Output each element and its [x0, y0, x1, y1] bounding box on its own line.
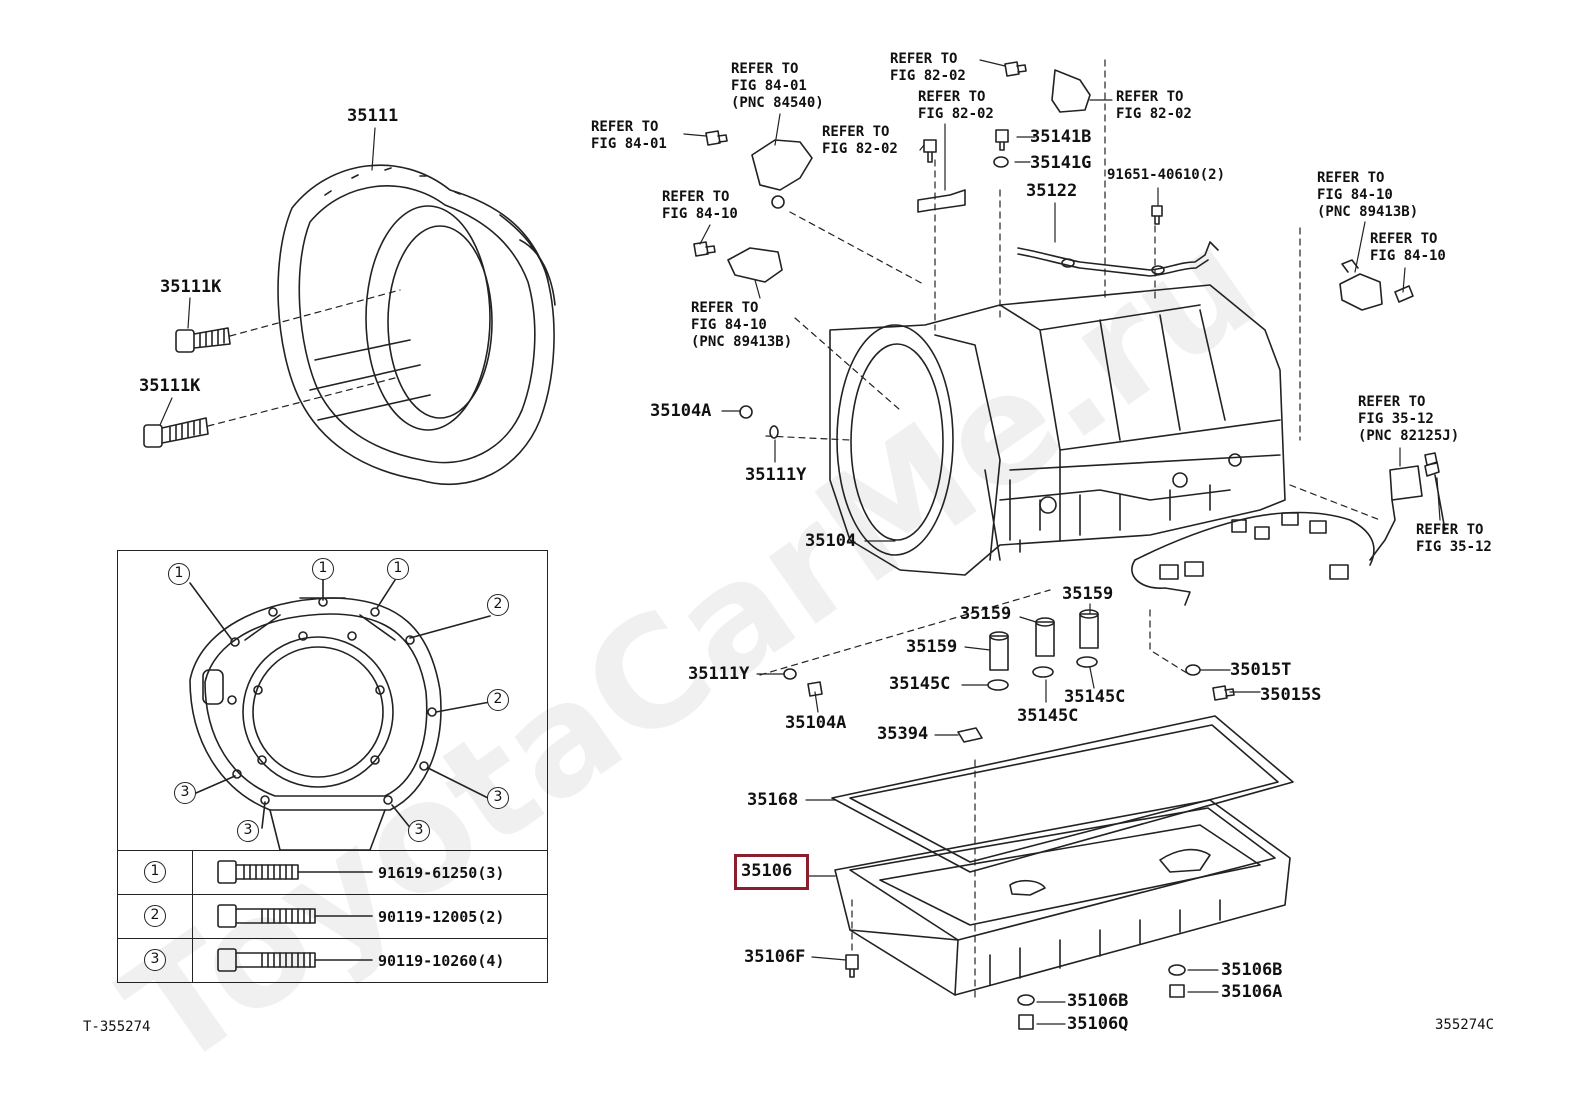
part-label: 35145C — [1064, 687, 1126, 707]
part-label: 35111K — [160, 277, 222, 297]
reference-label: REFER TO FIG 84-01 (PNC 84540) — [731, 61, 824, 111]
part-label: 35394 — [877, 724, 929, 744]
part-label: 35106B — [1067, 991, 1129, 1011]
solenoids-35159 — [987, 609, 1099, 691]
sensor-89413b-right — [1339, 259, 1414, 311]
bolt-35111k-lower — [143, 417, 209, 448]
part-label: 35106A — [1221, 982, 1283, 1002]
pad-35394 — [957, 727, 983, 743]
reference-label: REFER TO FIG 82-02 — [822, 124, 898, 157]
inset-marker: 3 — [408, 820, 430, 842]
table-part-number: 90119-12005(2) — [378, 908, 505, 926]
part-label: 35015T — [1230, 660, 1292, 680]
inset-marker: 1 — [312, 558, 334, 580]
inset-marker: 3 — [174, 782, 196, 804]
drain-plugs — [845, 954, 1186, 1030]
bolt-table-row — [117, 938, 548, 982]
part-label: 35122 — [1026, 181, 1078, 201]
transmission-case-35104 — [829, 284, 1286, 576]
part-label: 35106F — [744, 947, 806, 967]
part-label: 91651-40610(2) — [1107, 167, 1226, 183]
part-label: 35159 — [960, 604, 1012, 624]
inset-marker: 2 — [487, 689, 509, 711]
part-label: 35145C — [889, 674, 951, 694]
speed-sensor-82125j — [1369, 461, 1446, 561]
bolt-table-row — [117, 894, 548, 938]
reference-label: REFER TO FIG 35-12 (PNC 82125J) — [1358, 394, 1460, 444]
diagram-code-right: 355274C — [1435, 1017, 1495, 1033]
table-key: 1 — [144, 861, 166, 883]
inset-frame — [117, 550, 548, 983]
reference-label: REFER TO FIG 82-02 — [890, 51, 966, 84]
part-label: 35111Y — [688, 664, 750, 684]
part-label: 35106 — [741, 861, 793, 881]
part-label: 35168 — [747, 790, 799, 810]
inset-marker: 1 — [168, 563, 190, 585]
reference-label: REFER TO FIG 35-12 — [1416, 522, 1492, 555]
oil-pipe-35122 — [1017, 241, 1219, 277]
table-key: 3 — [144, 949, 166, 971]
inset-marker: 3 — [487, 787, 509, 809]
reference-label: REFER TO FIG 84-10 — [662, 189, 738, 222]
reference-label: REFER TO FIG 82-02 — [1116, 89, 1192, 122]
reference-label: REFER TO FIG 84-10 (PNC 89413B) — [691, 300, 793, 350]
part-label: 35159 — [1062, 584, 1114, 604]
bracket-82-02 — [917, 69, 1091, 213]
inset-marker: 3 — [237, 820, 259, 842]
part-label: 35145C — [1017, 706, 1079, 726]
diagram-code-left: T-355274 — [83, 1019, 151, 1035]
part-label: 35015S — [1260, 685, 1322, 705]
reference-label: REFER TO FIG 84-10 (PNC 89413B) — [1317, 170, 1419, 220]
bolt-table-row — [117, 850, 548, 894]
inset-marker: 1 — [387, 558, 409, 580]
part-label: 35141B — [1030, 127, 1092, 147]
reference-label: REFER TO FIG 84-01 — [591, 119, 667, 152]
oil-pan-35106 — [834, 799, 1291, 996]
part-label: 35104 — [805, 531, 857, 551]
inset-marker: 2 — [487, 594, 509, 616]
sensor-89413b-left — [727, 247, 783, 283]
small-fasteners — [693, 61, 1438, 701]
bell-housing-35111 — [277, 164, 556, 485]
part-label: 35111K — [139, 376, 201, 396]
part-label: 35141G — [1030, 153, 1092, 173]
inset-bell-housing-view — [189, 579, 491, 851]
gasket-35168 — [831, 715, 1294, 873]
table-part-number: 90119-10260(4) — [378, 952, 505, 970]
part-label: 35106Q — [1067, 1014, 1129, 1034]
table-key: 2 — [144, 905, 166, 927]
highlighted-part-35106 — [734, 854, 809, 890]
part-label: 35111 — [347, 106, 399, 126]
part-label: 35106B — [1221, 960, 1283, 980]
table-bolt-icons — [217, 860, 373, 972]
table-part-number: 91619-61250(3) — [378, 864, 505, 882]
reference-label: REFER TO FIG 82-02 — [918, 89, 994, 122]
bolt-35111k-upper — [175, 327, 231, 353]
part-label: 35111Y — [745, 465, 807, 485]
wire-harness — [1131, 511, 1375, 606]
sensor-84540 — [751, 139, 813, 209]
part-label: 35159 — [906, 637, 958, 657]
part-label: 35104A — [785, 713, 847, 733]
part-label: 35104A — [650, 401, 712, 421]
reference-label: REFER TO FIG 84-10 — [1370, 231, 1446, 264]
